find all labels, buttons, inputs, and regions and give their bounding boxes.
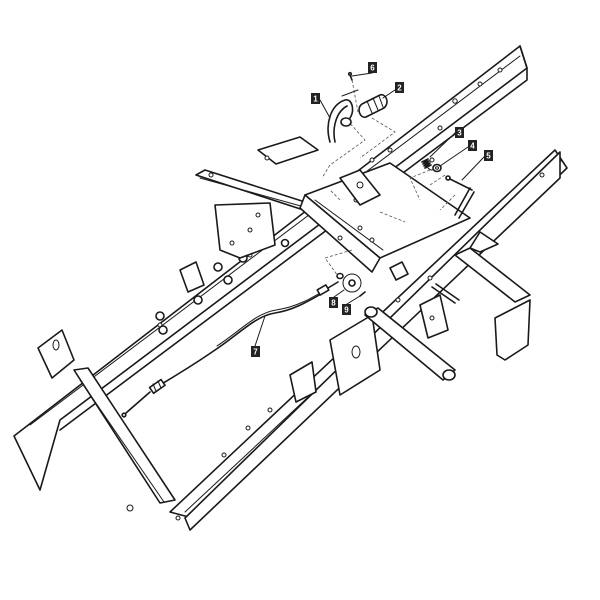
callout-5: 5 [484, 150, 493, 161]
svg-text:2: 2 [397, 84, 402, 93]
part-3-spring [421, 157, 435, 171]
svg-text:8: 8 [331, 299, 336, 308]
callout-9: 9 [342, 304, 351, 315]
callout-3: 3 [455, 127, 464, 138]
part-2-grip [358, 93, 388, 118]
upper-cross-tube [195, 136, 331, 217]
callout-2: 2 [395, 82, 404, 93]
part-1-handle [327, 89, 359, 143]
callout-1: 1 [311, 93, 320, 104]
svg-text:3: 3 [457, 129, 462, 138]
center-cross-member [299, 162, 471, 273]
leader-lines [254, 72, 485, 347]
small-tab [389, 261, 409, 281]
right-pivot-plate [289, 314, 381, 403]
callout-8: 8 [329, 297, 338, 308]
left-upright-plate [179, 202, 276, 293]
svg-text:5: 5 [486, 152, 491, 161]
part-9-clip [359, 291, 366, 297]
part-4-washer [432, 163, 442, 173]
callout-4: 4 [468, 140, 477, 151]
part-5-rod [445, 175, 475, 219]
rear-cross-member [419, 231, 531, 361]
left-bracket [37, 329, 75, 379]
part-6-pin [347, 71, 353, 81]
left-lower-panel [73, 367, 176, 504]
callout-6: 6 [368, 62, 377, 73]
svg-text:6: 6 [370, 64, 375, 73]
svg-text:9: 9 [344, 306, 349, 315]
part-7-cable [121, 281, 339, 418]
guide-lines [321, 79, 456, 277]
right-cross-bar [364, 306, 456, 381]
svg-text:1: 1 [313, 95, 318, 104]
callout-7: 7 [251, 346, 260, 357]
svg-text:4: 4 [470, 142, 475, 151]
svg-text:7: 7 [253, 348, 258, 357]
part-8-fitting [336, 272, 362, 293]
